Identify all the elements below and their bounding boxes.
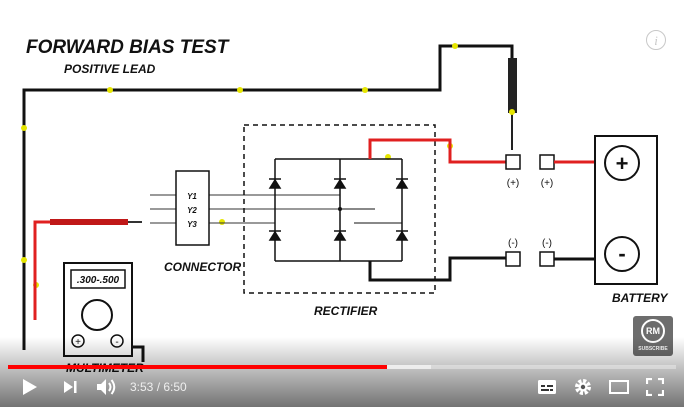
terminal-pos-left-label: (+): [507, 178, 520, 189]
connector-box: [175, 170, 210, 246]
next-icon: [64, 381, 77, 393]
diodes: [268, 178, 409, 241]
multimeter-display: [70, 269, 126, 289]
diagram-subtitle: POSITIVE LEAD: [64, 62, 156, 76]
fullscreen-icon: [646, 378, 664, 396]
diagram-title: FORWARD BIAS TEST: [26, 37, 230, 58]
positive-probe: [508, 58, 517, 113]
time-separator: /: [153, 380, 164, 394]
battery-label: BATTERY: [612, 291, 669, 305]
play-button[interactable]: [18, 376, 42, 398]
settings-button[interactable]: [570, 376, 596, 398]
negative-lead-wire: [33, 220, 52, 320]
battery-plus-sign: +: [616, 151, 629, 176]
pin-label-y3: Y3: [187, 220, 197, 229]
rectifier-label: RECTIFIER: [314, 304, 378, 318]
rectifier-positive-output: [368, 138, 506, 164]
multimeter-reading: .300-.500: [77, 275, 120, 286]
terminal-pos-right-label: (+): [541, 178, 554, 189]
terminal-negative-left: [505, 251, 521, 267]
battery-minus-sign: -: [618, 241, 625, 266]
diode-bridge: [274, 158, 403, 262]
pin-label-y1: Y1: [187, 192, 197, 201]
positive-lead-wire: [22, 44, 514, 350]
meter-minus: -: [115, 337, 118, 348]
volume-button[interactable]: [94, 376, 120, 398]
gear-icon: [575, 379, 591, 395]
player-controls: 3:53 / 6:50: [0, 372, 684, 402]
current-time: 3:53: [130, 380, 154, 394]
fullscreen-button[interactable]: [642, 376, 668, 398]
subscribe-watermark[interactable]: RM SUBSCRIBE: [633, 316, 673, 356]
theater-mode-button[interactable]: [606, 376, 632, 398]
volume-icon: [97, 379, 116, 395]
stator-wires: [150, 194, 340, 224]
theater-icon: [609, 380, 629, 394]
time-display: 3:53 / 6:50: [130, 380, 187, 394]
terminal-negative-right: [539, 251, 555, 267]
next-button[interactable]: [58, 376, 82, 398]
negative-probe: [50, 219, 128, 225]
multimeter-dial: [81, 299, 113, 331]
terminal-positive-left: [505, 154, 521, 170]
progress-bar[interactable]: [8, 365, 676, 369]
channel-logo: RM: [641, 319, 665, 343]
duration: 6:50: [163, 380, 187, 394]
terminal-positive-right: [539, 154, 555, 170]
rectifier-box: [243, 124, 436, 294]
subtitles-button[interactable]: [534, 376, 560, 398]
info-icon[interactable]: i: [646, 30, 666, 50]
rectifier-negative-output: [368, 256, 506, 282]
play-icon: [23, 379, 37, 395]
progress-played: [8, 365, 387, 369]
terminal-neg-right-label: (-): [542, 238, 552, 249]
terminal-neg-left-label: (-): [508, 238, 518, 249]
connector-label: CONNECTOR: [164, 260, 241, 274]
subtitles-icon: [538, 380, 556, 394]
subscribe-label: SUBSCRIBE: [638, 346, 668, 352]
meter-plus: +: [75, 337, 81, 348]
pin-label-y2: Y2: [187, 206, 197, 215]
